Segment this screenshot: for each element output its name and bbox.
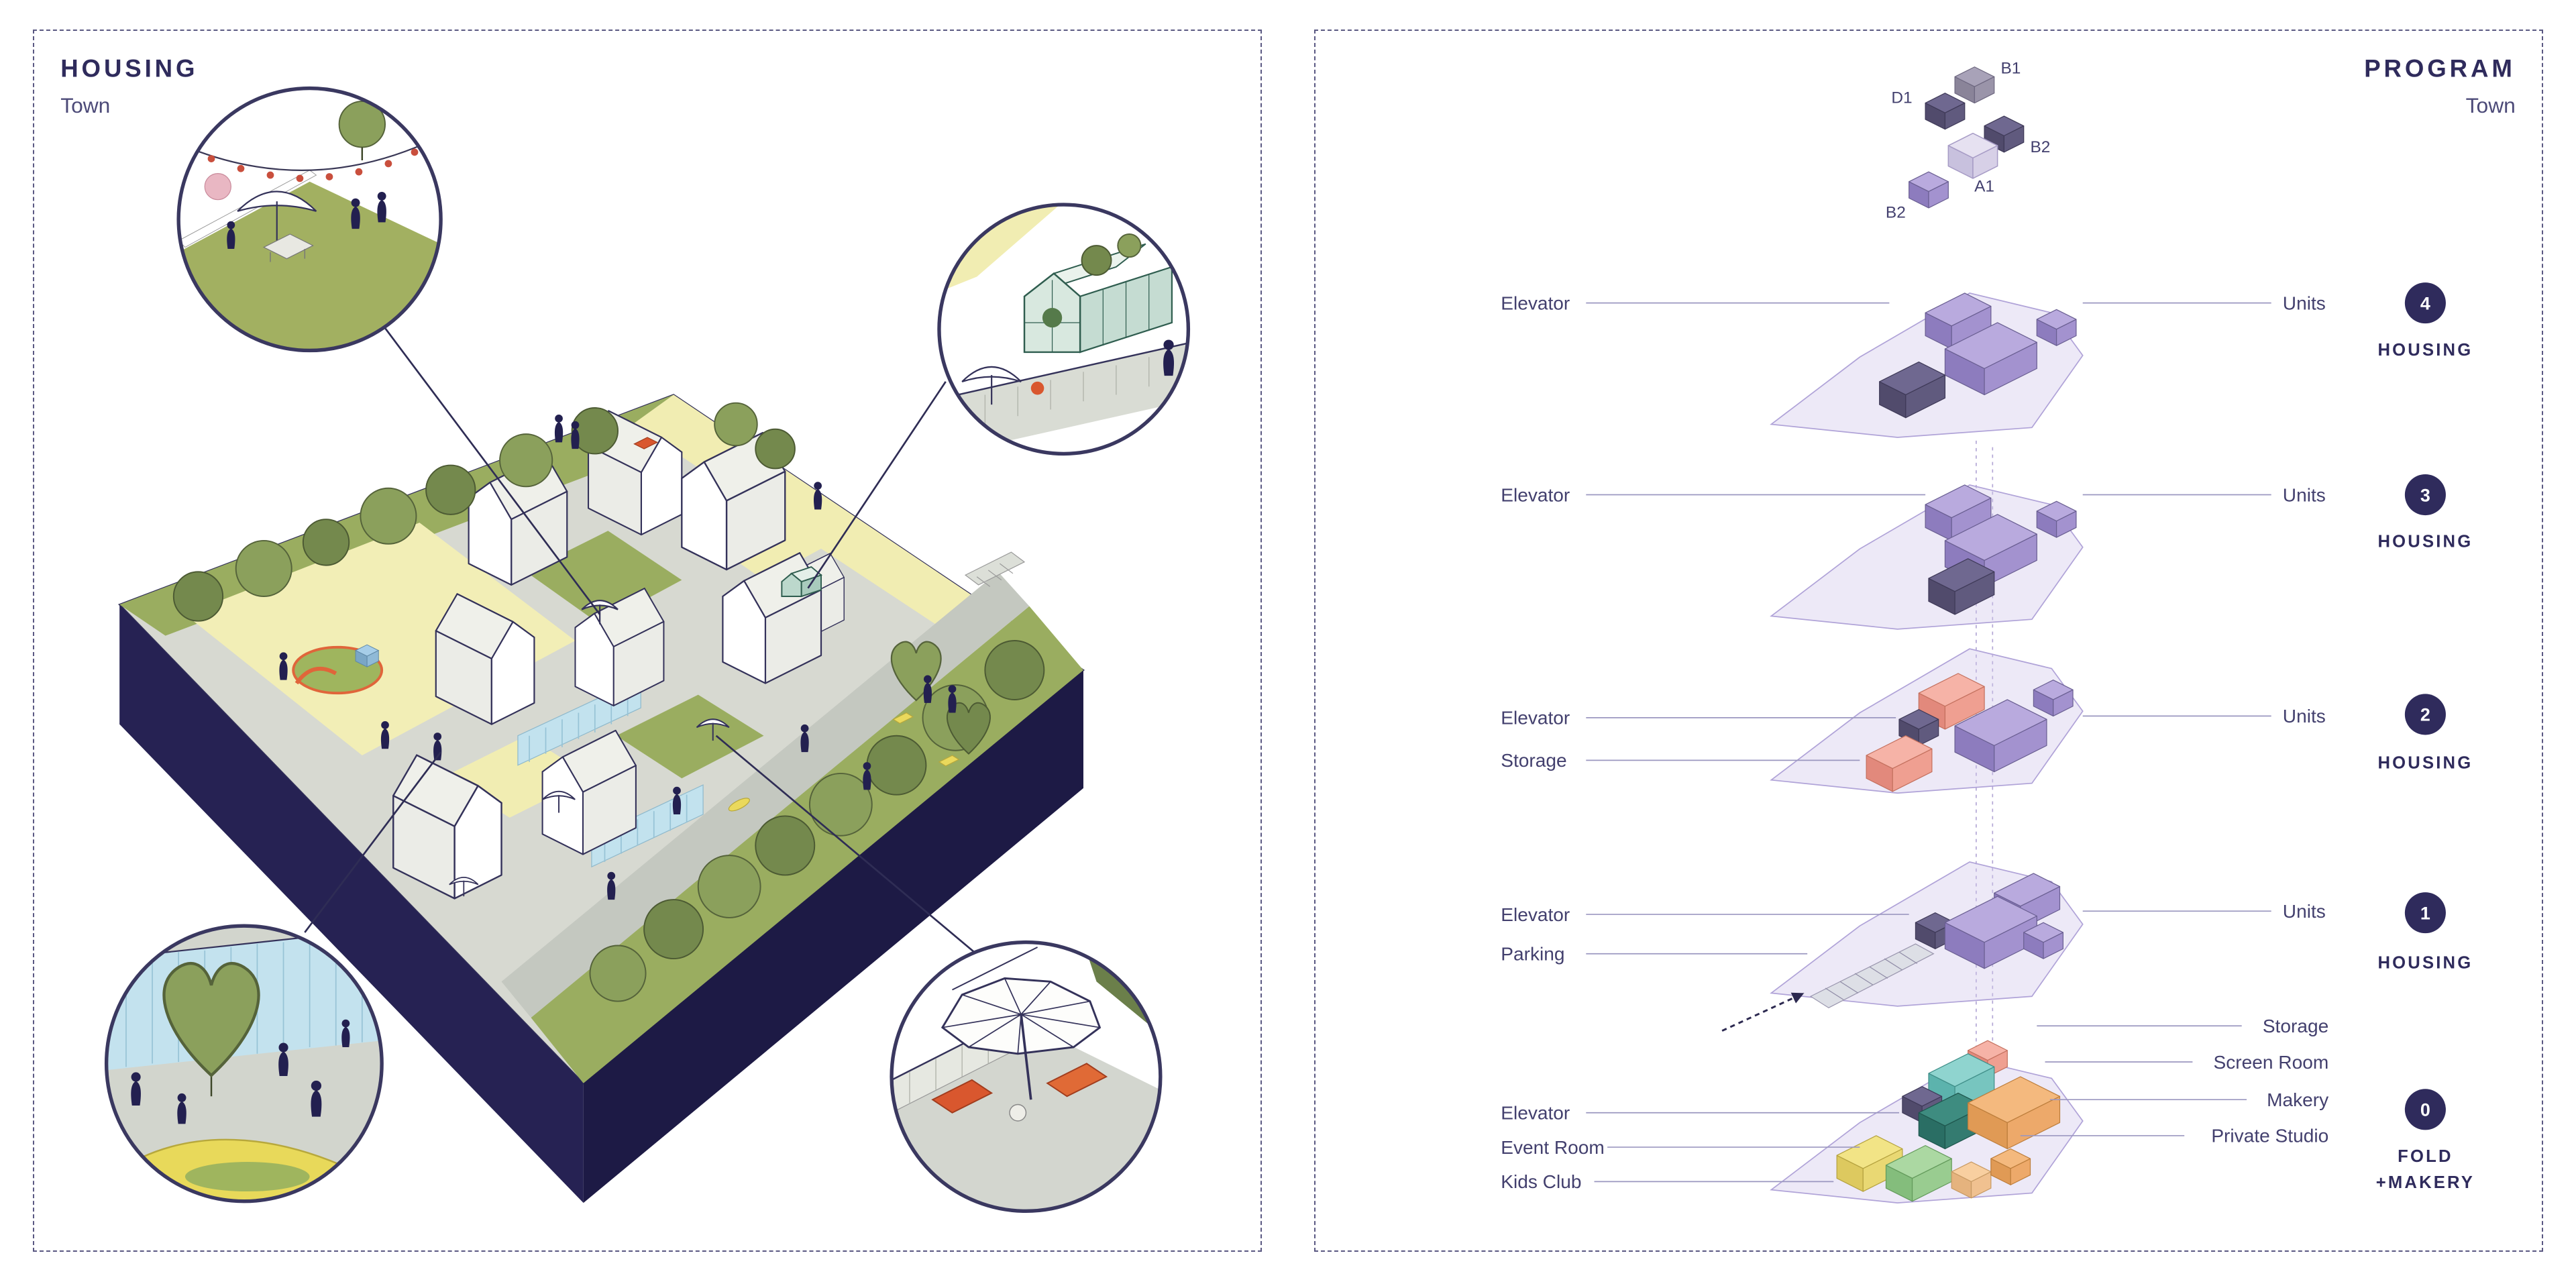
floor4-level-number: 4 — [2420, 293, 2430, 313]
housing-illustration-svg: HOUSING Town — [60, 54, 1191, 1214]
floor-3: Elevator Units 3 HOUSING — [1501, 474, 2473, 630]
housing-panel: HOUSING Town — [33, 30, 1262, 1252]
floor3-name: HOUSING — [2377, 533, 2473, 551]
program-title: PROGRAM — [2364, 54, 2516, 82]
floor1-elevator-label: Elevator — [1501, 904, 1570, 925]
unit-label-b2a: B2 — [2031, 138, 2051, 156]
floor1-name: HOUSING — [2377, 954, 2473, 973]
program-subtitle: Town — [2466, 93, 2516, 117]
floor-4: Elevator Units 4 HOUSING — [1501, 282, 2473, 438]
floor-2: Elevator Storage Units 2 HOUSING — [1501, 648, 2473, 794]
unit-type-key: B1 D1 B2 A1 B2 — [1886, 60, 2050, 222]
floor0-event-room-label: Event Room — [1501, 1137, 1605, 1158]
program-diagram-svg: PROGRAM Town B1 D1 B2 A1 B2 — [1501, 54, 2516, 1203]
callout-rooftop-party — [176, 86, 443, 353]
callout-greenhouse — [937, 203, 1191, 456]
floor1-level-badge — [2404, 892, 2446, 934]
unit-label-a1: A1 — [1974, 177, 1994, 195]
tree-row-top — [172, 402, 796, 622]
string-lights — [207, 148, 419, 182]
floor3-units-label: Units — [2283, 484, 2326, 505]
greenhouse — [1023, 233, 1173, 354]
floor0-name-line1: FOLD — [2398, 1147, 2453, 1166]
playground — [292, 644, 384, 695]
floor2-elevator-label: Elevator — [1501, 708, 1570, 729]
floor1-units-label: Units — [2283, 901, 2326, 922]
floor2-level-number: 2 — [2420, 705, 2430, 725]
floor0-storage-label: Storage — [2263, 1016, 2328, 1036]
floor3-level-number: 3 — [2420, 485, 2430, 505]
floor2-units-label: Units — [2283, 706, 2326, 727]
unit-label-d1: D1 — [1891, 89, 1912, 107]
floor0-elevator-label: Elevator — [1501, 1103, 1570, 1124]
housing-subtitle: Town — [60, 93, 110, 117]
parking-entry-arrow — [1721, 992, 1805, 1032]
floor2-name: HOUSING — [2377, 754, 2473, 773]
floor-1: Elevator Parking Units 1 HOUSING — [1501, 861, 2473, 1032]
floor0-kids-club-label: Kids Club — [1501, 1171, 1581, 1192]
floor1-level-number: 1 — [2420, 903, 2430, 923]
big-umbrella — [941, 977, 1102, 1100]
floor1-parking-label: Parking — [1501, 943, 1564, 964]
floor0-screen-room-label: Screen Room — [2213, 1052, 2328, 1073]
floor4-name: HOUSING — [2377, 341, 2473, 360]
stairs — [964, 551, 1026, 587]
mini-greenhouse — [781, 566, 822, 598]
callout-heart-tree — [104, 924, 384, 1203]
program-panel: PROGRAM Town B1 D1 B2 A1 B2 — [1314, 30, 2543, 1252]
floor3-level-badge — [2404, 474, 2446, 516]
callout-lines — [304, 325, 981, 958]
floor4-units-label: Units — [2283, 292, 2326, 313]
floor3-elevator-label: Elevator — [1501, 484, 1570, 505]
callout-umbrella-terrace — [890, 940, 1163, 1214]
floor0-level-number: 0 — [2420, 1100, 2430, 1120]
floor4-level-badge — [2404, 282, 2446, 324]
floor-0: Elevator Event Room Kids Club Storage Sc… — [1501, 1016, 2475, 1203]
yellow-benches — [728, 712, 960, 812]
parking-ramp — [1809, 943, 1935, 1009]
floor0-private-studio-label: Private Studio — [2211, 1126, 2328, 1146]
red-object — [633, 437, 659, 449]
floor2-storage-label: Storage — [1501, 750, 1566, 771]
tree-row-right — [589, 640, 1045, 1002]
floor0-level-badge — [2404, 1089, 2446, 1130]
floor0-name-line2: +MAKERY — [2376, 1173, 2475, 1192]
site-illustration — [118, 394, 1085, 1203]
floor0-makery-label: Makery — [2267, 1089, 2328, 1110]
floor2-level-badge — [2404, 694, 2446, 735]
unit-label-b2b: B2 — [1886, 204, 1906, 222]
housing-title: HOUSING — [60, 54, 198, 82]
unit-label-b1: B1 — [2001, 60, 2021, 78]
floor4-elevator-label: Elevator — [1501, 292, 1570, 313]
